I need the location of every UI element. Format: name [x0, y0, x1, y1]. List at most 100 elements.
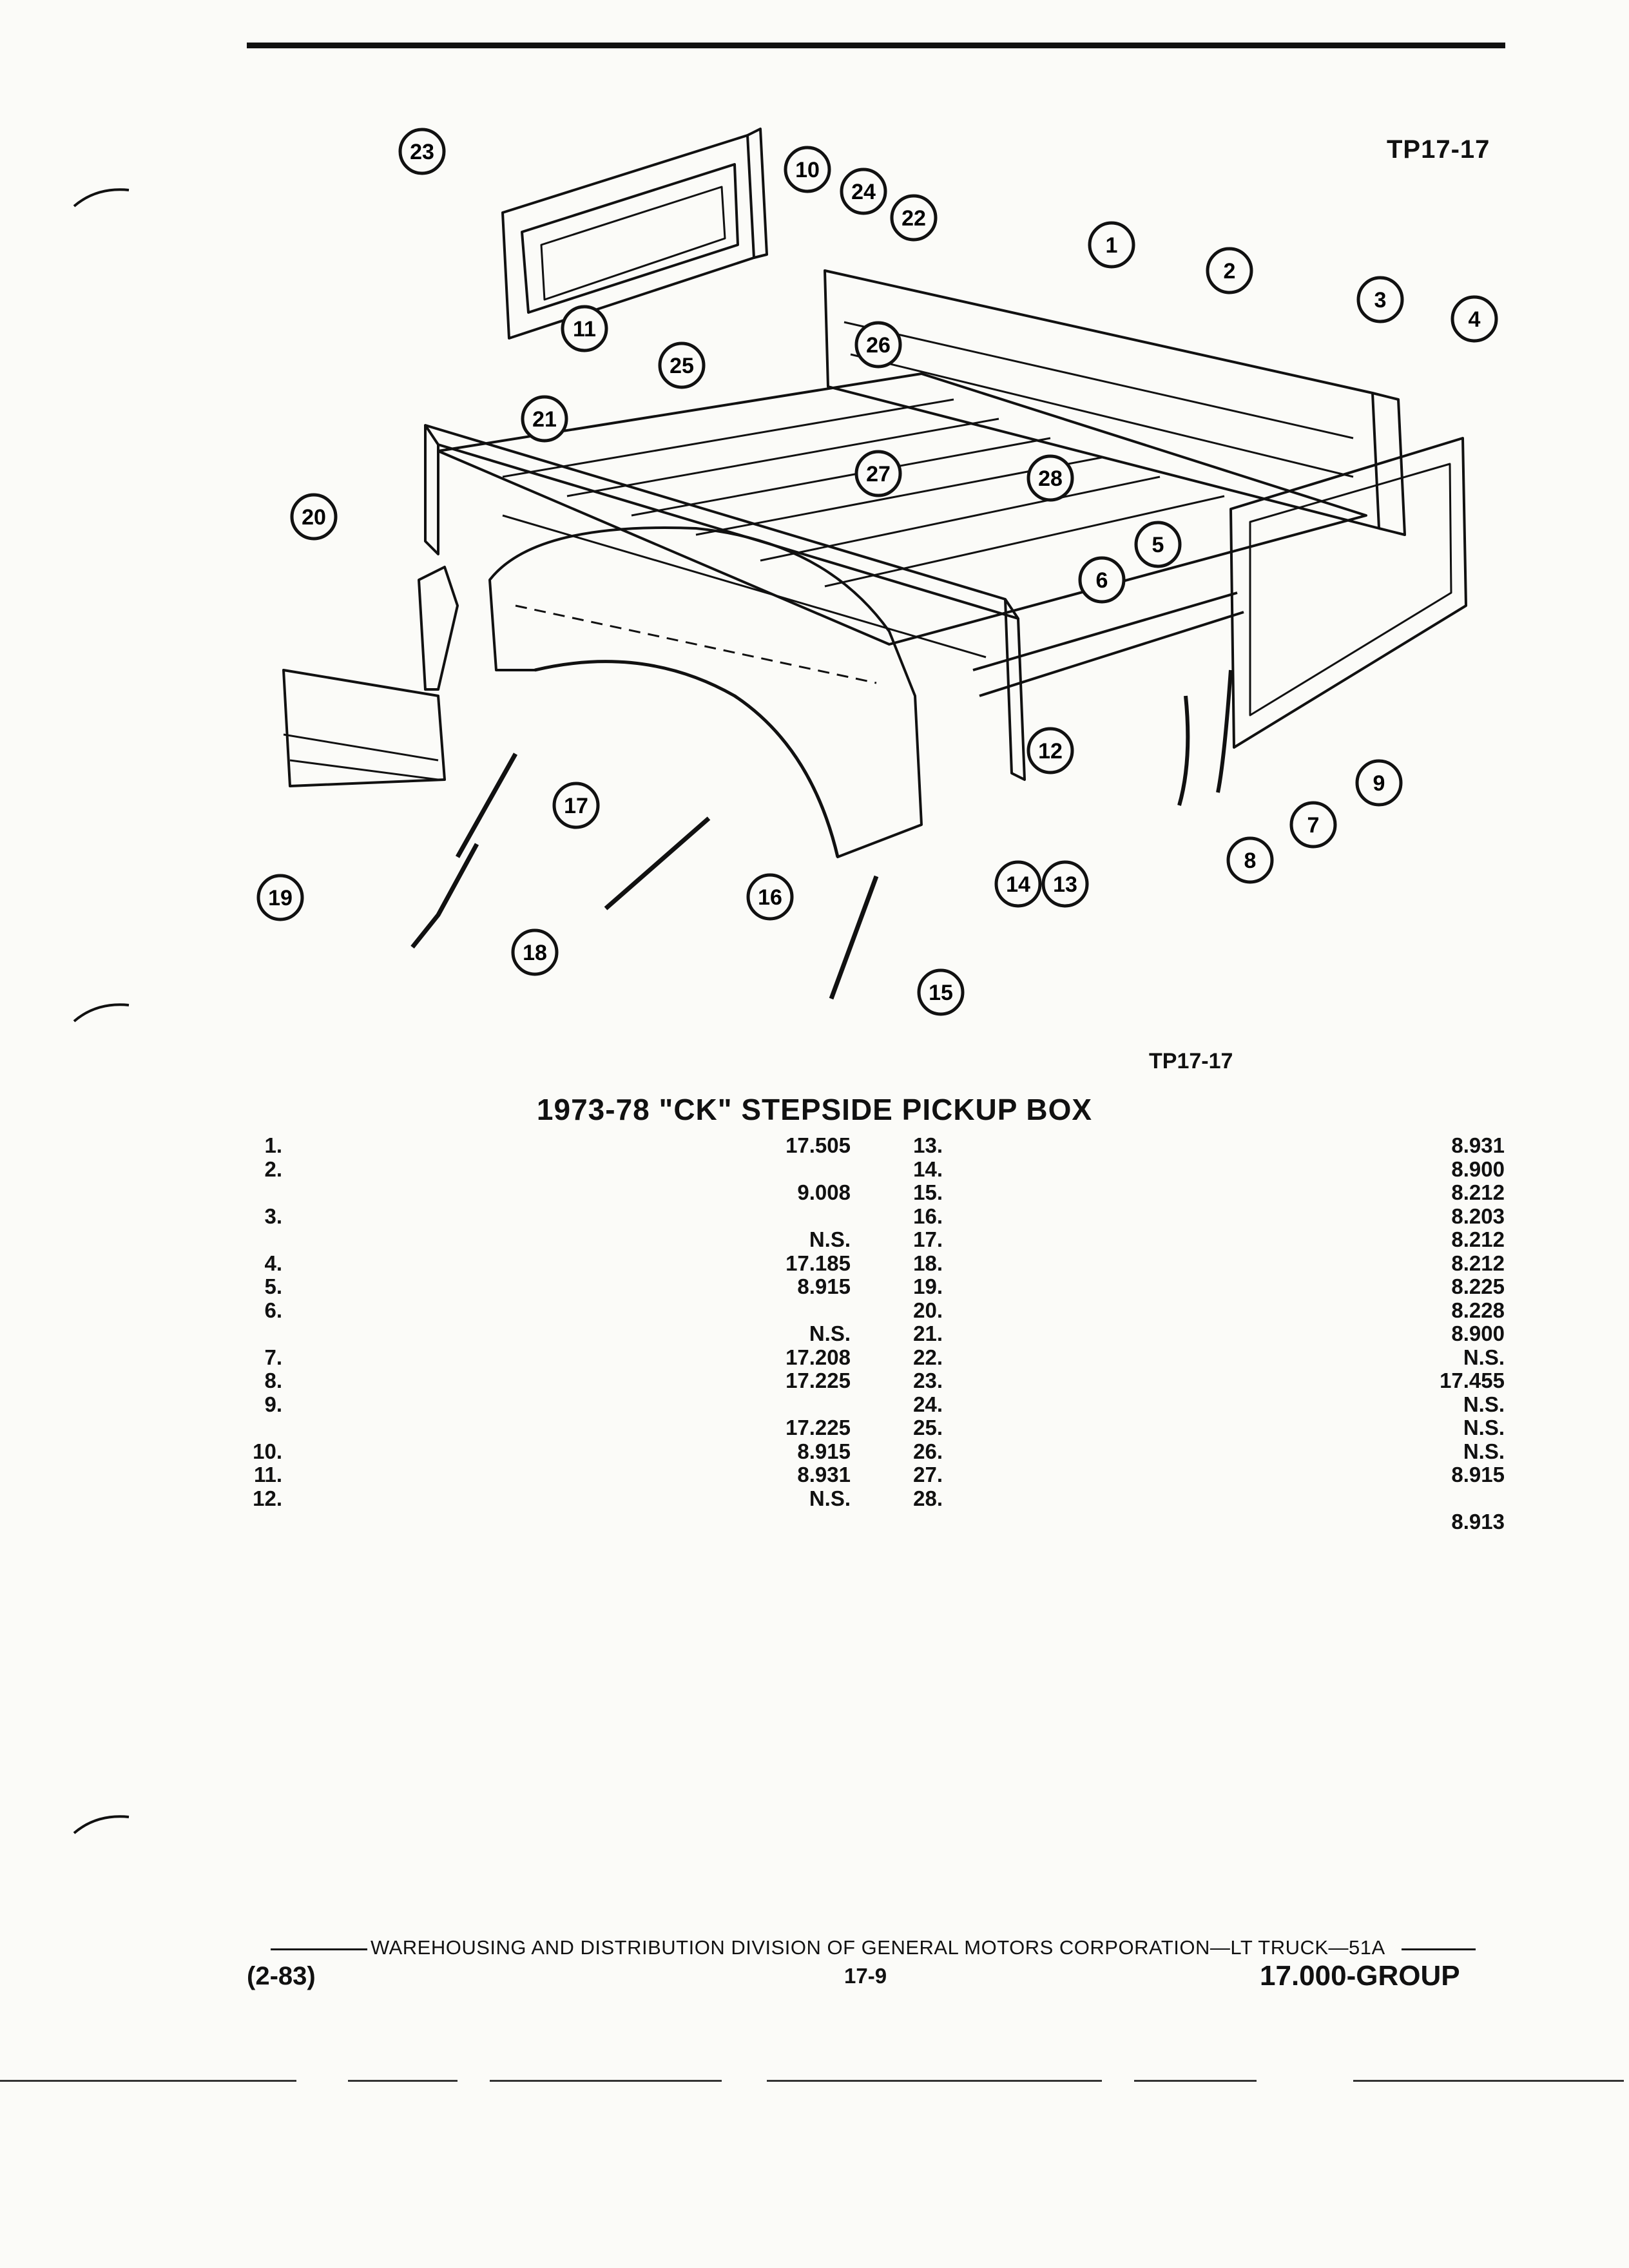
callout-label: 21 [532, 407, 557, 432]
parts-row: 27.NUT, Hex (5/16"-18)8.915 [905, 1463, 1505, 1487]
brace-15-drawing [829, 875, 879, 1000]
callout-label: 5 [1152, 533, 1164, 557]
part-number: 20. [913, 1298, 943, 1322]
part-number: 1. [264, 1133, 282, 1157]
callout-label: 3 [1374, 288, 1387, 312]
callout-label: 13 [1053, 872, 1077, 897]
parts-row: 5.NUT, Hex (1/2"-13)8.915 [245, 1274, 851, 1299]
part-number: 5. [264, 1274, 282, 1298]
parts-row: 19.BOARD, Running8.225 [905, 1274, 1505, 1299]
part-number: 23. [913, 1369, 943, 1392]
group-number: 17.225 [786, 1416, 851, 1439]
punch-mark [73, 188, 130, 207]
part-number: 13. [913, 1133, 943, 1157]
parts-row: 4.GATE, End17.185 [245, 1251, 851, 1276]
part-number: 22. [913, 1345, 943, 1369]
callout-26: 26 [854, 321, 902, 369]
part-number: 28. [913, 1486, 943, 1510]
part-number: 15. [913, 1180, 943, 1204]
group-number: 9.008 [797, 1180, 851, 1204]
callout-label: 23 [410, 140, 434, 164]
brace-18-drawing [410, 843, 479, 949]
group-number: N.S. [1463, 1345, 1505, 1369]
chain-cover-drawing [1216, 669, 1233, 793]
part-number: 4. [264, 1251, 282, 1275]
group-number: N.S. [809, 1227, 851, 1251]
callout-14: 14 [994, 860, 1042, 908]
top-rule [247, 43, 1505, 48]
callout-label: 20 [302, 505, 326, 530]
exploded-diagram: 1234567891011121314151617181920212223242… [256, 128, 1498, 1016]
parts-row: 7/8")N.S. [245, 1321, 851, 1346]
running-board-drawing [282, 669, 446, 787]
group-number: N.S. [809, 1486, 851, 1510]
part-number: 16. [913, 1204, 943, 1228]
footer-rule [271, 1948, 367, 1950]
callout-label: 17 [564, 794, 588, 818]
parts-row: 7.TRUNNION, Hinge17.208 [245, 1345, 851, 1370]
parts-row: 26.WASHER (1 1/4" OD)N.S. [905, 1439, 1505, 1464]
part-number: 3. [264, 1204, 282, 1228]
callout-label: 22 [901, 206, 926, 231]
parts-row: Ctr)(35/64" ID 1 7/8" ODSq)N.S. [245, 1227, 851, 1252]
parts-list-right: 13.WASHER, Lock (7/16" ID)8.93114.BOLT, … [905, 1133, 1505, 1534]
parts-row: 16.FENDER ASM, Rear8.203 [905, 1204, 1505, 1229]
parts-row: 23.PANEL, Front End17.455 [905, 1369, 1505, 1393]
figure-ref-top: TP17-17 [1387, 135, 1490, 164]
callout-20: 20 [290, 493, 338, 541]
scan-edge-line [348, 2080, 458, 2082]
group-number: 8.931 [1451, 1133, 1505, 1157]
callout-label: 2 [1224, 259, 1236, 284]
callout-label: 18 [523, 941, 547, 965]
callout-7: 7 [1289, 801, 1337, 849]
part-number: 9. [264, 1392, 282, 1416]
callout-9: 9 [1355, 759, 1403, 807]
callout-label: 14 [1006, 872, 1030, 897]
callout-label: 15 [929, 981, 953, 1005]
group-number: 8.913 [1451, 1510, 1505, 1533]
callout-11: 11 [561, 305, 608, 352]
parts-list-left: 1.PANEL ASM, Side (1/2"-13 x 4 1/4")17.5… [245, 1133, 851, 1511]
parts-row: 6.SCREW ASM, W/Washer (5/16"-18 x [245, 1298, 851, 1323]
parts-row: 21.BOLT, Hex (5/16"-18 x 3/4")8.900 [905, 1321, 1505, 1346]
parts-row: 10.NUT, Hex (5/16"-18)8.915 [245, 1439, 851, 1464]
group-number: 8.931 [797, 1463, 851, 1486]
parts-row: 11.WASHER, Lock8.931 [245, 1463, 851, 1487]
group-number: 8.915 [1451, 1463, 1505, 1486]
parts-row: 28.SCREW, Truss Soc Hd Mac (5/16"-18 [905, 1486, 1505, 1511]
part-number: 11. [253, 1463, 282, 1486]
callout-28: 28 [1027, 454, 1074, 502]
group-number: N.S. [1463, 1392, 1505, 1416]
callout-12: 12 [1027, 727, 1074, 774]
hanger-drawing [418, 566, 459, 691]
parts-row: 12.PLATFORM ASM N.S. [245, 1486, 851, 1511]
part-number: 12. [253, 1486, 282, 1510]
callout-label: 7 [1307, 813, 1320, 838]
footer-group: 17.000-GROUP [1260, 1960, 1460, 1992]
parts-row: 15.BRACE ASM, Rear Fender8.212 [905, 1180, 1505, 1205]
callout-17: 17 [552, 782, 600, 829]
group-number: 8.915 [797, 1439, 851, 1463]
parts-row: 3.WASHER (Steel Hole Offset of [245, 1204, 851, 1229]
part-number: 2. [264, 1157, 282, 1181]
callout-3: 3 [1356, 276, 1404, 323]
far-side-panel-drawing [824, 269, 1406, 536]
scan-edge-line [767, 2080, 1102, 2082]
part-number: 18. [913, 1251, 943, 1275]
group-number: 17.185 [786, 1251, 851, 1275]
footer-rule [1402, 1948, 1476, 1950]
parts-row: 20.HANGER, Running Board8.228 [905, 1298, 1505, 1323]
scan-edge-line [490, 2080, 722, 2082]
callout-label: 27 [866, 462, 891, 486]
part-number: 21. [913, 1321, 943, 1345]
group-number: 8.900 [1451, 1321, 1505, 1345]
group-number: 8.228 [1451, 1298, 1505, 1322]
part-number: 27. [913, 1463, 943, 1486]
parts-row: 14.BOLT, Hex (7/16"-14 x 1")8.900 [905, 1157, 1505, 1182]
part-number: 25. [913, 1416, 943, 1439]
parts-row: 8.COVER, Chain Asm (Black Rubber)17.225 [245, 1369, 851, 1393]
group-number: 17.505 [786, 1133, 851, 1157]
punch-mark [73, 1815, 130, 1834]
front-end-panel-drawing [501, 128, 768, 340]
group-number: 8.915 [797, 1274, 851, 1298]
